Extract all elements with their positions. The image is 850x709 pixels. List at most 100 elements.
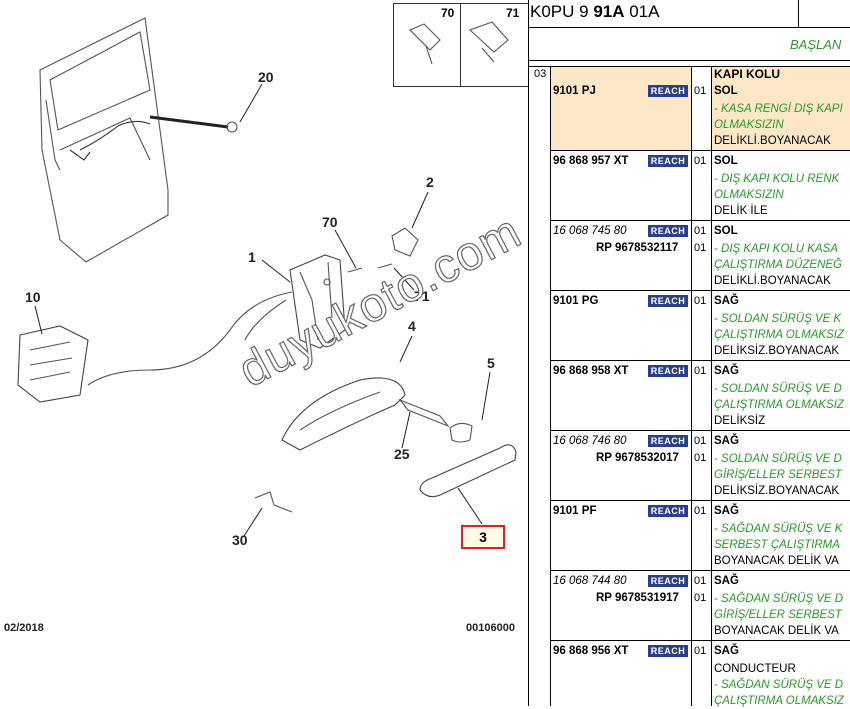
part-number[interactable]: 96 868 956 XT xyxy=(553,645,629,657)
part-number[interactable]: 16 068 745 80 xyxy=(553,225,627,237)
replacement-part-number[interactable]: RP 9678532117 xyxy=(596,242,679,254)
callout-20[interactable]: 20 xyxy=(258,69,274,85)
part-number[interactable]: 9101 PG xyxy=(553,295,599,307)
description-text: DELİKSİZ.BOYANACAK xyxy=(714,345,840,357)
side-label: SOL xyxy=(714,85,738,97)
section-number: 03 xyxy=(534,68,547,80)
description-line: SERBEST ÇALIŞTIRMA xyxy=(714,537,840,553)
part-number[interactable]: 16 068 744 80 xyxy=(553,575,627,587)
callout-1[interactable]: 1 xyxy=(248,249,256,265)
col-line-1 xyxy=(550,66,551,706)
part-number[interactable]: 9101 PF xyxy=(553,505,597,517)
row-divider xyxy=(550,150,850,151)
callout-4[interactable]: 4 xyxy=(408,318,416,334)
quantity: 01 xyxy=(694,225,707,237)
reach-badge: REACH xyxy=(648,575,688,587)
description-text: - DIŞ KAPI KOLU KASA xyxy=(714,243,838,255)
side-label: SAĞ xyxy=(714,505,739,517)
description-text: GİRİŞ/ELLER SERBEST xyxy=(714,609,842,621)
description-line: - KASA RENGİ DIŞ KAPI xyxy=(714,101,843,117)
parts-list-panel xyxy=(528,0,850,706)
side-label: SAĞ xyxy=(714,365,739,377)
description-line: - SOLDAN SÜRÜŞ VE D xyxy=(714,381,842,397)
row-divider xyxy=(550,360,850,361)
description-line: DELİKLİ.BOYANACAK xyxy=(714,133,831,149)
exploded-parts-diagram: 70 71 20 2 70 1 71 10 4 5 25 30 3 02/201… xyxy=(4,3,530,634)
description-line: DELİKSİZ.BOYANACAK xyxy=(714,343,839,359)
description-text: DELİKSİZ xyxy=(714,415,766,427)
description-line: OLMAKSIZIN xyxy=(714,187,784,203)
description-line: ÇALIŞTIRMA OLMAKSIZ xyxy=(714,397,844,413)
description-text: - SAĞDAN SÜRÜŞ VE D xyxy=(714,593,844,605)
reach-badge: REACH xyxy=(648,295,688,307)
callout-2[interactable]: 2 xyxy=(426,174,434,190)
description-text: DELİKSİZ.BOYANACAK xyxy=(714,485,840,497)
quantity: 01 xyxy=(694,155,707,167)
quantity-2: 01 xyxy=(694,592,707,604)
reach-badge: REACH xyxy=(648,365,688,377)
description-text: OLMAKSIZIN xyxy=(714,189,784,201)
description-text: BOYANACAK DELİK VA xyxy=(714,555,839,567)
code-suffix: 01A xyxy=(624,2,660,21)
description-text: - KASA RENGİ DIŞ KAPI xyxy=(714,103,843,115)
description-line: CONDUCTEUR xyxy=(714,661,796,677)
description-line: GİRİŞ/ELLER SERBEST xyxy=(714,467,842,483)
side-label: SAĞ xyxy=(714,575,739,587)
part-number[interactable]: 16 068 746 80 xyxy=(553,435,627,447)
highlight-row-bg xyxy=(550,67,691,151)
col-line-2 xyxy=(691,66,692,706)
side-label: SOL xyxy=(714,225,738,237)
description-text: OLMAKSIZIN xyxy=(714,119,784,131)
reach-badge: REACH xyxy=(648,85,688,97)
replacement-part-number[interactable]: RP 9678532017 xyxy=(596,452,679,464)
inset-label-70: 70 xyxy=(441,6,455,20)
callout-3-highlighted[interactable]: 3 xyxy=(461,525,505,549)
inset-label-71: 71 xyxy=(506,6,520,20)
description-text: - DIŞ KAPI KOLU RENK xyxy=(714,173,840,185)
description-line: BOYANACAK DELİK VA xyxy=(714,623,839,639)
description-line: - SAĞDAN SÜRÜŞ VE D xyxy=(714,591,843,607)
description-line: - SOLDAN SÜRÜŞ VE K xyxy=(714,311,841,327)
quantity: 01 xyxy=(694,295,707,307)
part-number[interactable]: 96 868 957 XT xyxy=(553,155,629,167)
row-divider xyxy=(550,220,850,221)
side-label: SAĞ xyxy=(714,295,739,307)
description-text: - SOLDAN SÜRÜŞ VE K xyxy=(714,313,842,325)
description-text: DELİK İLE xyxy=(714,205,768,217)
description-line: BOYANACAK DELİK VA xyxy=(714,553,839,569)
code-prefix: K0PU 9 xyxy=(530,2,594,21)
description-text: - SOLDAN SÜRÜŞ VE D xyxy=(714,453,842,465)
part-number[interactable]: 96 868 958 XT xyxy=(553,365,629,377)
callout-10[interactable]: 10 xyxy=(25,289,41,305)
callout-25[interactable]: 25 xyxy=(394,446,410,462)
description-line: - SAĞDAN SÜRÜŞ VE D xyxy=(714,677,843,693)
callout-70[interactable]: 70 xyxy=(322,214,338,230)
description-line: ÇALIŞTIRMA OLMAKSIZ xyxy=(714,327,844,343)
description-line: - DIŞ KAPI KOLU RENK xyxy=(714,171,839,187)
replacement-part-number[interactable]: RP 9678531917 xyxy=(596,592,679,604)
callout-71[interactable]: 71 xyxy=(414,288,430,304)
part-number[interactable]: 9101 PJ xyxy=(553,85,596,97)
description-line: OLMAKSIZIN xyxy=(714,117,784,133)
description-text: GİRİŞ/ELLER SERBEST xyxy=(714,469,842,481)
callout-5[interactable]: 5 xyxy=(487,355,495,371)
description-text: - SAĞDAN SÜRÜŞ VE K xyxy=(714,523,843,535)
description-text: - SAĞDAN SÜRÜŞ VE D xyxy=(714,679,844,691)
reach-badge: REACH xyxy=(648,225,688,237)
description-line: ÇALIŞTIRMA DÜZENEĞ xyxy=(714,257,842,273)
description-text: BOYANACAK DELİK VA xyxy=(714,625,839,637)
row-divider xyxy=(550,500,850,501)
col-line-3 xyxy=(711,66,712,706)
code-bold: 91A xyxy=(593,2,625,21)
quantity: 01 xyxy=(694,435,707,447)
description-line: - DIŞ KAPI KOLU KASA xyxy=(714,241,838,257)
row-divider xyxy=(550,570,850,571)
diagram-code: 00106000 xyxy=(466,622,515,634)
description-text: ÇALIŞTIRMA OLMAKSIZ xyxy=(714,695,844,707)
quantity: 01 xyxy=(694,645,707,657)
description-text: SERBEST ÇALIŞTIRMA xyxy=(714,539,840,551)
diagram-date: 02/2018 xyxy=(4,622,44,634)
description-text: DELİKLİ.BOYANACAK xyxy=(714,275,831,287)
callout-30[interactable]: 30 xyxy=(232,532,248,548)
row-divider xyxy=(550,640,850,641)
